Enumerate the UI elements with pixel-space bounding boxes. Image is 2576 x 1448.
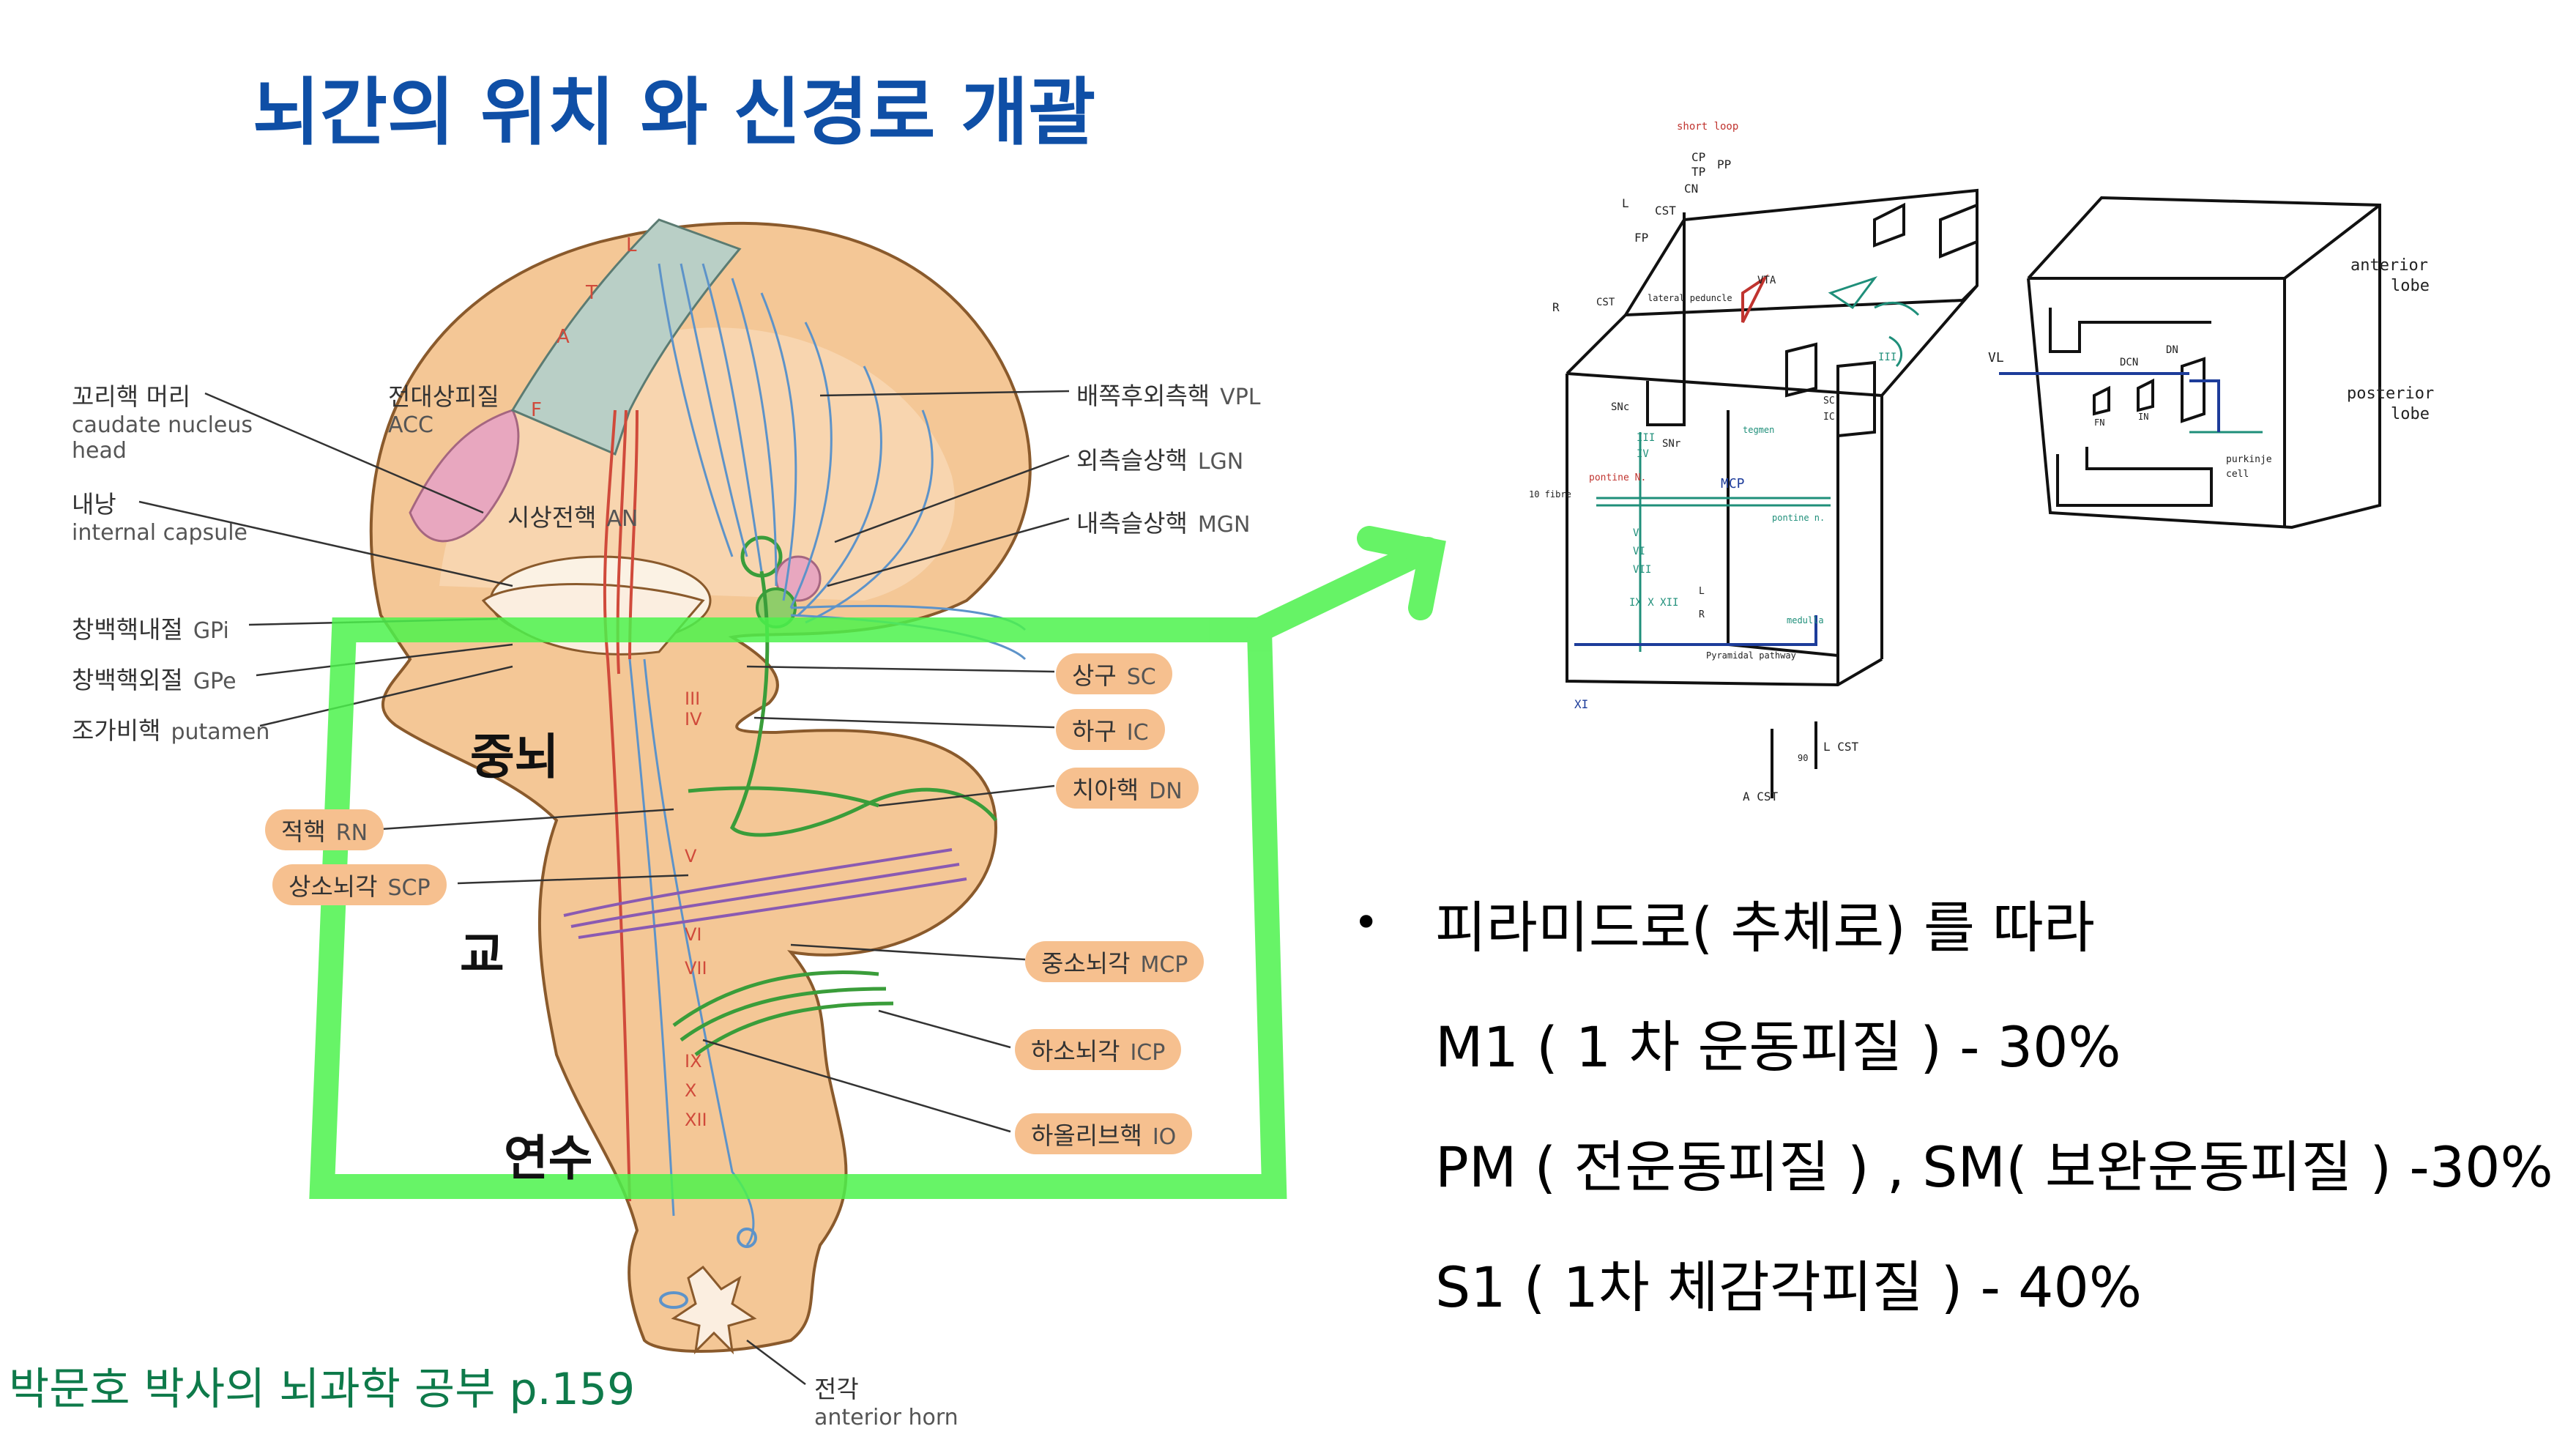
region-medulla: 연수 — [504, 1130, 593, 1187]
nerve-iv: IV — [685, 709, 702, 729]
sketch-left-7: pontine N. — [1589, 472, 1647, 483]
sketch-right-3: lobe — [2391, 405, 2430, 423]
sketch-top-6: PP — [1717, 157, 1732, 171]
bullet-dot: • — [1353, 897, 1380, 948]
sketch-top-9: CST — [1596, 297, 1615, 308]
sketch-left-20: L CST — [1823, 740, 1859, 754]
sketch-right-0: anterior — [2350, 256, 2428, 275]
nerve-iii: III — [685, 688, 701, 709]
cortex-letter-l: L — [626, 234, 637, 256]
sketch-left-22: A CST — [1743, 790, 1779, 803]
sketch-left-16: L — [1699, 586, 1705, 597]
page-title: 뇌간의 위치 와 신경로 개괄 — [253, 70, 1096, 155]
sketch-left-14: pontine n. — [1772, 513, 1825, 523]
sketch-left-2: III — [1637, 432, 1656, 444]
sketch-left-9: 10 fibre — [1529, 489, 1571, 500]
sketch-right-10: cell — [2226, 469, 2249, 480]
sketch-right-2: posterior — [2347, 385, 2435, 403]
sketch-left-10: V — [1633, 527, 1639, 539]
nerve-v: V — [685, 846, 697, 866]
label-internal-capsule: 내낭 internal capsule — [72, 490, 247, 546]
nerve-x: X — [685, 1080, 697, 1101]
nerve-vi: VI — [685, 924, 702, 945]
sketch-left-5: IC — [1823, 412, 1835, 423]
sketch-top-3: L — [1622, 196, 1629, 210]
sketch-left-3: IV — [1637, 448, 1649, 460]
sketch-top-12: III — [1878, 352, 1897, 363]
sketch-right-8: IN — [2138, 412, 2149, 422]
sketch-right-1: lobe — [2391, 277, 2430, 295]
bullet-line-1: 피라미드로( 추체로) 를 따라 — [1435, 895, 2095, 960]
sketch-top-4: CP — [1691, 150, 1706, 164]
sketch-left-18: Pyramidal pathway — [1706, 650, 1796, 661]
sketch-left-21: 90 — [1798, 753, 1809, 763]
region-pons: 교 — [460, 927, 505, 983]
sketch-right-4: VL — [1988, 350, 2004, 365]
sketch-right-6: DN — [2166, 344, 2178, 356]
spinal-cord-section — [671, 1265, 757, 1355]
nerve-ix: IX — [685, 1051, 702, 1072]
sketch-left-0: SNc — [1611, 401, 1630, 413]
sketch-top-5: TP — [1691, 165, 1706, 179]
cortex-letter-t: T — [586, 282, 598, 304]
highlight-box — [309, 526, 1446, 1199]
bullet-line-3: PM ( 전운동피질 ) , SM( 보완운동피질 ) -30% — [1435, 1135, 2553, 1200]
bullet-line-2: M1 ( 1 차 운동피질 ) - 30% — [1435, 1014, 2121, 1080]
sketch-top-10: lateral peduncle — [1648, 293, 1732, 303]
cortex-letter-f: F — [531, 399, 542, 421]
sketch-left-1: SNr — [1662, 438, 1681, 450]
cortex-band — [510, 218, 742, 456]
sketch-left-17: R — [1699, 609, 1705, 620]
sketch-top-2: CST — [1655, 204, 1676, 218]
sketch-left-11: VI — [1633, 546, 1645, 557]
sketch-top-1: CN — [1684, 182, 1699, 196]
sketch-right-9: purkinje — [2226, 454, 2272, 465]
sketch-left-6: tegmen — [1743, 425, 1775, 435]
label-caudate: 꼬리핵 머리 caudate nucleus head — [72, 382, 253, 464]
sketch-left-15: medulla — [1787, 615, 1824, 625]
sketch-left-4: SC — [1823, 396, 1835, 406]
source-credit: 박문호 박사의 뇌과학 공부 p.159 — [9, 1364, 636, 1415]
sketch-left-12: VII — [1633, 564, 1652, 576]
sketch-left-13: IX X XII — [1629, 597, 1679, 609]
sketch-top-0: short loop — [1677, 121, 1739, 133]
sketch-top-11: VTA — [1757, 275, 1776, 286]
sketch-right-5: DCN — [2120, 357, 2139, 368]
nerve-xii: XII — [685, 1110, 707, 1130]
sketch-top-8: R — [1552, 300, 1560, 314]
caudate-nucleus — [409, 409, 520, 543]
sketch-left-19: XI — [1574, 697, 1589, 711]
sketch-left-8: MCP — [1721, 476, 1745, 491]
sketch-top-7: FP — [1634, 231, 1649, 245]
nerve-vii: VII — [685, 958, 707, 979]
bullet-line-4: S1 ( 1차 체감각피질 ) - 40% — [1435, 1255, 2143, 1320]
label-acc: 전대상피질 ACC — [388, 382, 499, 438]
label-anterior-horn: 전각 anterior horn — [814, 1375, 958, 1430]
region-midbrain: 중뇌 — [470, 729, 559, 785]
sketch-right-7: FN — [2094, 417, 2105, 428]
cortex-letter-a: A — [556, 326, 570, 348]
